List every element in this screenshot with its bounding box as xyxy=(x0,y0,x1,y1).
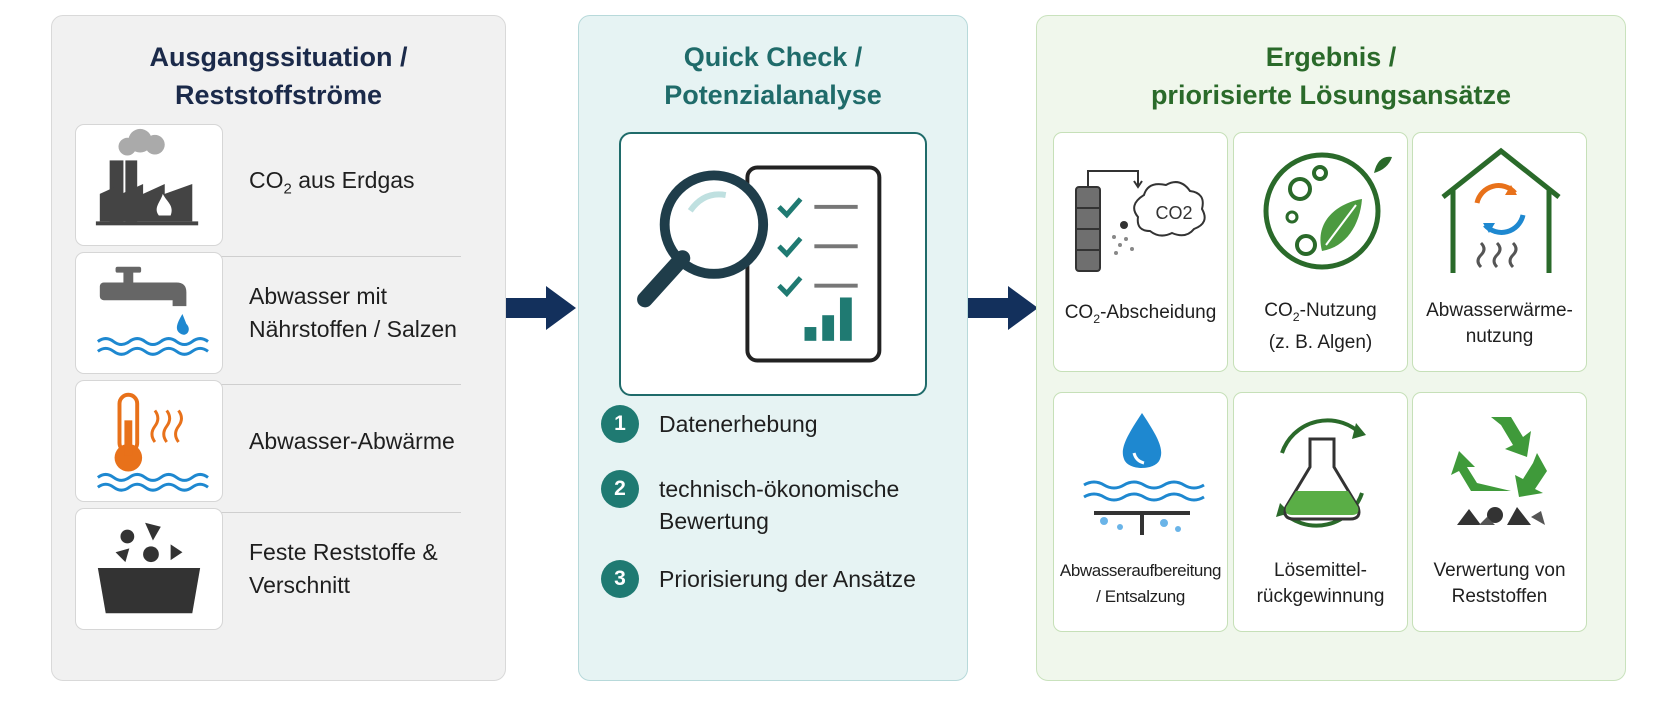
solid-waste-bin-icon xyxy=(75,508,223,630)
source-label-waste-heat: Abwasser-Abwärme xyxy=(249,427,455,454)
flow-arrow-icon xyxy=(968,286,1038,330)
step-label: technisch-ökonomische Bewertung xyxy=(659,476,900,534)
source-label-co2: CO2 aus Erdgas xyxy=(249,167,415,198)
source-item-waste-heat: Abwasser-Abwärme xyxy=(75,380,485,506)
step-3: 3 Priorisierung der Ansätze xyxy=(601,560,941,620)
results-panel: Ergebnis / priorisierte Lösungsansätze C… xyxy=(1036,15,1626,681)
result-card-solvent-recovery: Lösemittel-rückgewinnung xyxy=(1233,392,1408,632)
result-label: Lösemittel-rückgewinnung xyxy=(1256,560,1385,607)
step-number-badge: 2 xyxy=(601,470,639,508)
flow-arrow-icon xyxy=(506,286,576,330)
step-label: Priorisierung der Ansätze xyxy=(659,566,916,592)
divider xyxy=(221,384,461,385)
quick-check-title: Quick Check / Potenzialanalyse xyxy=(664,42,882,110)
step-number-badge: 3 xyxy=(601,560,639,598)
source-streams-title: Ausgangssituation / Reststoffströme xyxy=(149,42,408,110)
algae-leaf-icon xyxy=(1263,152,1392,270)
result-label: Verwertung von Reststoffen xyxy=(1433,560,1566,607)
result-card-co2-use: CO2-Nutzung (z. B. Algen) xyxy=(1233,132,1408,372)
result-label: CO2-Nutzung (z. B. Algen) xyxy=(1264,300,1377,353)
step-2: 2 technisch-ökonomische Bewertung xyxy=(601,470,941,534)
magnifier-checklist-icon xyxy=(619,132,927,396)
result-label: CO2-Abscheidung xyxy=(1064,302,1217,326)
quick-check-panel: Quick Check / Potenzialanalyse 1 Datener… xyxy=(578,15,968,681)
result-label: Abwasserwärme-nutzung xyxy=(1426,300,1573,347)
step-number-badge: 1 xyxy=(601,405,639,443)
recycle-icon xyxy=(1451,417,1547,525)
step-label: Datenerhebung xyxy=(659,411,818,437)
water-treatment-icon xyxy=(1083,413,1205,535)
source-label-wastewater-nutrients: Abwasser mit Nährstoffen / Salzen xyxy=(249,283,457,342)
flask-recycle-icon xyxy=(1276,418,1366,528)
results-title: Ergebnis / priorisierte Lösungsansätze xyxy=(1150,42,1512,110)
divider xyxy=(221,512,461,513)
thermometer-heat-icon xyxy=(75,380,223,502)
result-card-residue-recycling: Verwertung von Reststoffen xyxy=(1412,392,1587,632)
source-item-wastewater-nutrients: Abwasser mit Nährstoffen / Salzen xyxy=(75,252,485,378)
result-card-water-treatment: Abwasseraufbereitung / Entsalzung xyxy=(1053,392,1228,632)
source-item-co2: CO2 aus Erdgas xyxy=(75,124,485,250)
faucet-water-icon xyxy=(75,252,223,374)
house-heat-recovery-icon xyxy=(1441,147,1561,273)
factory-icon xyxy=(75,124,223,246)
co2-badge-label: CO2 xyxy=(1155,203,1192,223)
result-card-heat-recovery: Abwasserwärme-nutzung xyxy=(1412,132,1587,372)
source-item-solid-waste: Feste Reststoffe & Verschnitt xyxy=(75,508,485,634)
result-card-co2-capture: CO2 CO2-Abscheidung xyxy=(1053,132,1228,372)
result-label: Abwasseraufbereitung / Entsalzung xyxy=(1059,561,1222,606)
source-streams-panel: Ausgangssituation / Reststoffströme CO2 … xyxy=(51,15,506,681)
source-label-solid-waste: Feste Reststoffe & Verschnitt xyxy=(249,539,438,598)
step-1: 1 Datenerhebung xyxy=(601,405,941,465)
co2-capture-icon: CO2 xyxy=(1075,170,1206,272)
divider xyxy=(221,256,461,257)
